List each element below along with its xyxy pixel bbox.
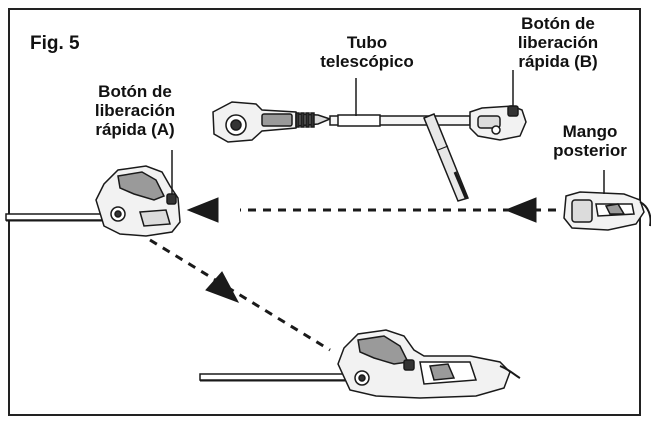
label-line: posterior [553, 141, 627, 160]
quick-release-button-a [166, 193, 177, 205]
label-quick-release-b: Botón de liberación rápida (B) [478, 14, 638, 71]
label-line: Tubo [346, 33, 388, 52]
label-line: rápida (A) [95, 120, 175, 139]
label-line: telescópico [320, 52, 414, 71]
pole-collar [295, 112, 315, 128]
assembled-hedge-trimmer [199, 329, 521, 399]
blade-assembled [199, 373, 351, 381]
quick-release-button-b [507, 105, 519, 117]
label-line: rápida (B) [518, 52, 598, 71]
label-line: liberación [94, 101, 176, 120]
label-rear-handle: Mango posterior [530, 122, 650, 160]
telescopic-pole-assembly [212, 70, 527, 202]
blade-left [5, 213, 107, 221]
label-line: Mango [562, 122, 618, 141]
label-line: Botón de [521, 14, 595, 33]
label-line: Botón de [98, 82, 172, 101]
insertion-arrow-horizontal [186, 197, 556, 223]
trimmer-head-left [5, 150, 181, 237]
assembly-arrow-diagonal [149, 238, 331, 352]
label-quick-release-a: Botón de liberación rápida (A) [60, 82, 210, 139]
label-line: liberación [517, 33, 599, 52]
rear-handle-part [563, 170, 651, 231]
label-telescopic-tube: Tubo telescópico [292, 33, 442, 71]
figure-label: Fig. 5 [30, 33, 80, 54]
